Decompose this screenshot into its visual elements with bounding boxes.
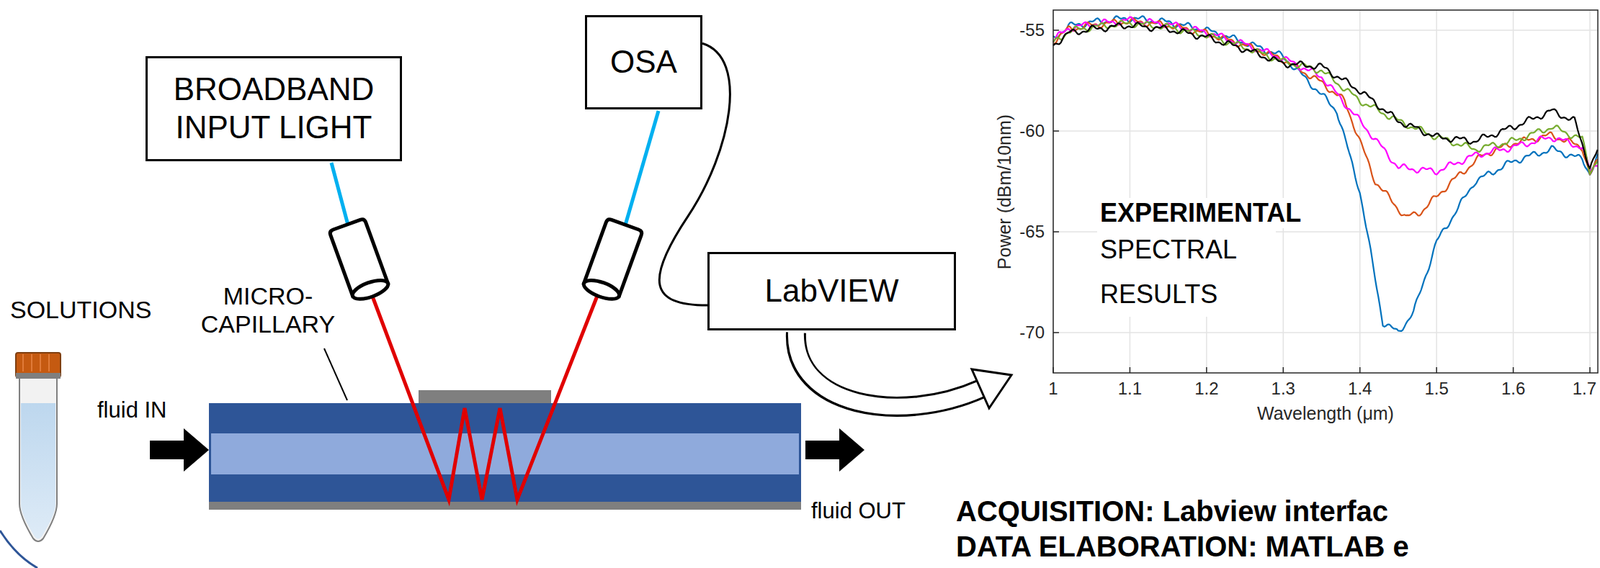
chart-frame <box>1053 10 1598 374</box>
test-tube <box>15 352 61 542</box>
chart-note: EXPERIMENTAL <box>1097 198 1304 229</box>
tick-mark <box>1053 130 1059 132</box>
osa-box: OSA <box>584 15 703 110</box>
tick-label: 1.1 <box>1118 378 1142 400</box>
grid-line <box>1205 10 1208 374</box>
grid-line <box>1053 332 1598 334</box>
grid-line <box>1435 10 1438 374</box>
tick-label: 1.5 <box>1424 378 1448 400</box>
tick-mark <box>1359 367 1361 374</box>
tick-mark <box>1053 231 1059 233</box>
light-source-box: BROADBAND INPUT LIGHT <box>145 56 402 162</box>
tick-mark <box>1589 367 1591 374</box>
grid-line <box>1053 130 1598 132</box>
tick-mark <box>1129 367 1132 374</box>
caption-line: DATA ELABORATION: MATLAB e <box>955 530 1410 564</box>
flow-label: fluid OUT <box>811 498 906 525</box>
label-text: SOLUTIONS <box>10 296 152 325</box>
light-beam <box>369 288 599 500</box>
microcapillary <box>208 390 802 511</box>
box-label: LabVIEW <box>765 272 900 311</box>
box-label: BROADBAND INPUT LIGHT <box>147 70 400 147</box>
tick-mark <box>1205 367 1208 374</box>
collimator <box>581 218 643 303</box>
spectrum-curve <box>1053 22 1598 169</box>
spectrum-curve <box>1053 17 1598 176</box>
flow-in-arrow <box>149 428 209 472</box>
tick-label: 1.2 <box>1194 378 1219 400</box>
optical-fiber <box>624 110 659 228</box>
caption-line: ACQUISITION: Labview interfac <box>955 495 1389 529</box>
labview-box: LabVIEW <box>707 252 956 331</box>
tick-mark <box>1435 367 1438 374</box>
spectrum-chart <box>1053 10 1598 374</box>
grid-line <box>1512 10 1515 374</box>
flow-label: fluid IN <box>97 397 167 424</box>
tick-label: -55 <box>1019 20 1045 41</box>
tick-label: -65 <box>1019 221 1045 243</box>
tick-label: 1.7 <box>1572 378 1597 400</box>
box-label: OSA <box>610 43 678 82</box>
flow-out-arrow <box>805 428 865 472</box>
tick-label: -70 <box>1019 322 1045 343</box>
tick-label: 1.3 <box>1271 378 1296 400</box>
axis-title: Wavelength (μm) <box>1257 403 1394 425</box>
collimator <box>329 218 391 303</box>
tick-label: 1.6 <box>1501 378 1526 400</box>
tick-mark <box>1053 29 1059 31</box>
tick-label: 1.4 <box>1347 378 1372 400</box>
chart-note: SPECTRAL RESULTS <box>1097 227 1276 317</box>
axis-title: Power (dBm/10nm) <box>994 113 1016 269</box>
grid-line <box>1283 10 1285 374</box>
tick-mark <box>1512 367 1515 374</box>
spectrum-curve <box>1053 18 1598 217</box>
tick-mark <box>1283 367 1285 374</box>
hollow-arrow <box>796 331 1012 409</box>
grid-line <box>1129 10 1132 374</box>
spectrum-curve <box>1053 15 1598 332</box>
tick-mark <box>1053 332 1059 334</box>
grid-line <box>1053 29 1598 31</box>
tick-label: -60 <box>1019 121 1045 142</box>
spectrum-curve <box>1053 20 1598 175</box>
leader-line <box>324 348 348 401</box>
tick-mark <box>1052 367 1054 374</box>
part-label: MICRO- CAPILLARY <box>195 282 341 339</box>
optical-fiber <box>331 162 349 228</box>
tick-label: 1 <box>1048 378 1058 400</box>
grid-line <box>1589 10 1591 374</box>
